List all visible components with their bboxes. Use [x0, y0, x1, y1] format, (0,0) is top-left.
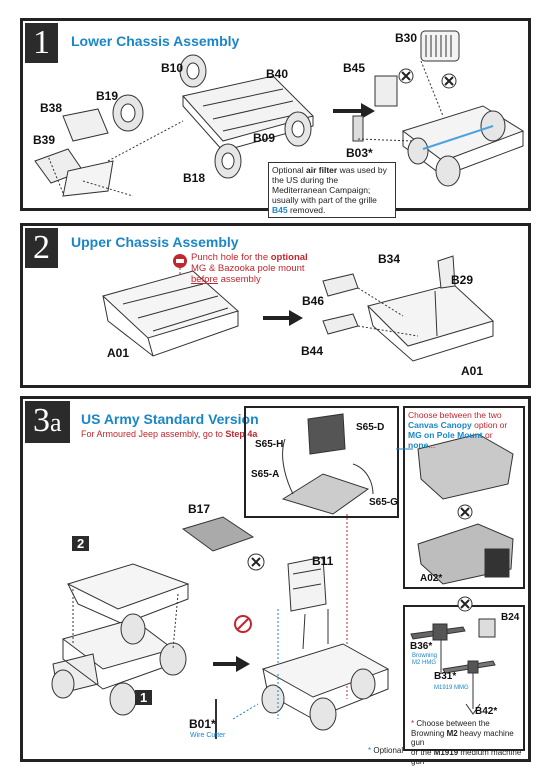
note-text: ... [428, 440, 436, 450]
subtitle-bold: Step 4a [225, 429, 258, 439]
step-digit: 3 [33, 402, 50, 439]
air-filter-note: Optional air filter was used by the US d… [268, 162, 396, 218]
note-text: medium machine gun [411, 747, 522, 767]
part-label: B19 [96, 89, 119, 103]
part-label: B34 [378, 252, 401, 266]
sublabel-line: Browning [412, 653, 438, 659]
step-number: 2 [25, 228, 58, 268]
note-text: MG & Bazooka pole mount [191, 263, 305, 274]
note-text: assembly [217, 274, 261, 285]
step-1-panel: 1 Lower Chassis Assembly [20, 18, 531, 218]
optional-text: Optional [373, 746, 404, 755]
canopy-option-box [403, 406, 525, 589]
b31-sublabel: M1919 MMG [434, 685, 469, 691]
part-label: B40 [266, 67, 289, 81]
optional-legend: * Optional [368, 746, 403, 756]
note-text: removed. [287, 205, 326, 215]
b01-sublabel: Wire Cutter [190, 732, 226, 739]
note-text: was used by the US during the Mediterran… [272, 165, 387, 205]
part-label: B38 [40, 101, 63, 115]
part-label: B24 [501, 612, 520, 623]
note-text: Optional [272, 165, 307, 175]
note-asterisk: * [411, 719, 415, 728]
note-none: none [408, 440, 429, 450]
part-label-optional: B36* [410, 641, 433, 652]
part-label: B11 [312, 554, 334, 568]
part-label: B18 [183, 171, 206, 185]
part-label: S65-A [251, 469, 280, 480]
part-label: S65-H [255, 439, 284, 450]
part-label: S65-G [369, 497, 398, 508]
note-canvas: Canvas Canopy [408, 420, 472, 430]
part-label-optional: B01* [189, 717, 216, 731]
note-bold: M2 [446, 728, 458, 738]
part-label-optional: B31* [434, 671, 457, 682]
note-ref: B45 [272, 205, 288, 215]
sub-step-badge: 2 [72, 536, 90, 551]
note-text: or [482, 430, 493, 440]
standard-version-drawing [51, 413, 514, 739]
part-label: B17 [188, 502, 211, 516]
part-label: A01 [461, 364, 484, 378]
step-2-panel: 2 Upper Chassis Assembly Punch hole for [20, 223, 531, 388]
note-bold: optional [270, 252, 308, 263]
part-label: B44 [301, 344, 324, 358]
note-bold: air filter [306, 165, 338, 175]
punch-hole-note: Punch hole for the optional MG & Bazooka… [191, 252, 308, 285]
note-underline: before [191, 274, 218, 285]
canopy-choice-note: Choose between the two Canvas Canopy opt… [408, 410, 522, 450]
part-label: B45 [343, 61, 366, 75]
canopy-parts-box [244, 406, 399, 518]
step-title: Upper Chassis Assembly [71, 234, 239, 250]
note-mg: MG on Pole Mount [408, 430, 483, 440]
part-label: B29 [451, 273, 474, 287]
step-subtitle: For Armoured Jeep assembly, go to Step 4… [81, 429, 257, 439]
step-3a-panel: 3a US Army Standard Version For Armoured… [20, 396, 531, 766]
note-text: or the [411, 747, 434, 757]
sub-step-badge: 1 [135, 690, 153, 705]
lower-chassis-drawing [34, 30, 525, 197]
step-title: Lower Chassis Assembly [71, 33, 240, 49]
part-label: B10 [161, 61, 184, 75]
note-text: Choose between the two [408, 410, 502, 420]
step-title: US Army Standard Version [81, 411, 259, 427]
subtitle-text: For Armoured Jeep assembly, go to [81, 429, 226, 439]
note-text: Choose between the [416, 719, 490, 728]
note-text: heavy machine gun [411, 728, 514, 748]
step-suffix: a [50, 408, 62, 437]
part-label: B39 [33, 133, 56, 147]
part-label: A01 [107, 346, 130, 360]
part-label: B09 [253, 131, 276, 145]
note-text: Browning [411, 728, 447, 738]
step-number: 1 [25, 23, 58, 63]
upper-chassis-drawing [102, 254, 494, 362]
part-label-optional: A02* [420, 573, 443, 584]
note-text: option or [471, 420, 508, 430]
optional-asterisk: * [368, 746, 372, 755]
step-number: 3a [25, 401, 70, 443]
part-label: S65-D [356, 422, 385, 433]
part-label-optional: B42* [475, 706, 498, 717]
note-text: Punch hole for the [191, 252, 271, 263]
b36-sublabel: Browning M2 HMG [412, 653, 437, 667]
mg-choice-note: * Choose between the Browning M2 heavy m… [411, 719, 523, 767]
note-bold: M1919 [433, 747, 459, 757]
part-label: B30 [395, 31, 418, 45]
part-label-optional: B03* [346, 146, 373, 160]
sublabel-line: M2 HMG [412, 660, 436, 666]
part-label: B46 [302, 294, 325, 308]
